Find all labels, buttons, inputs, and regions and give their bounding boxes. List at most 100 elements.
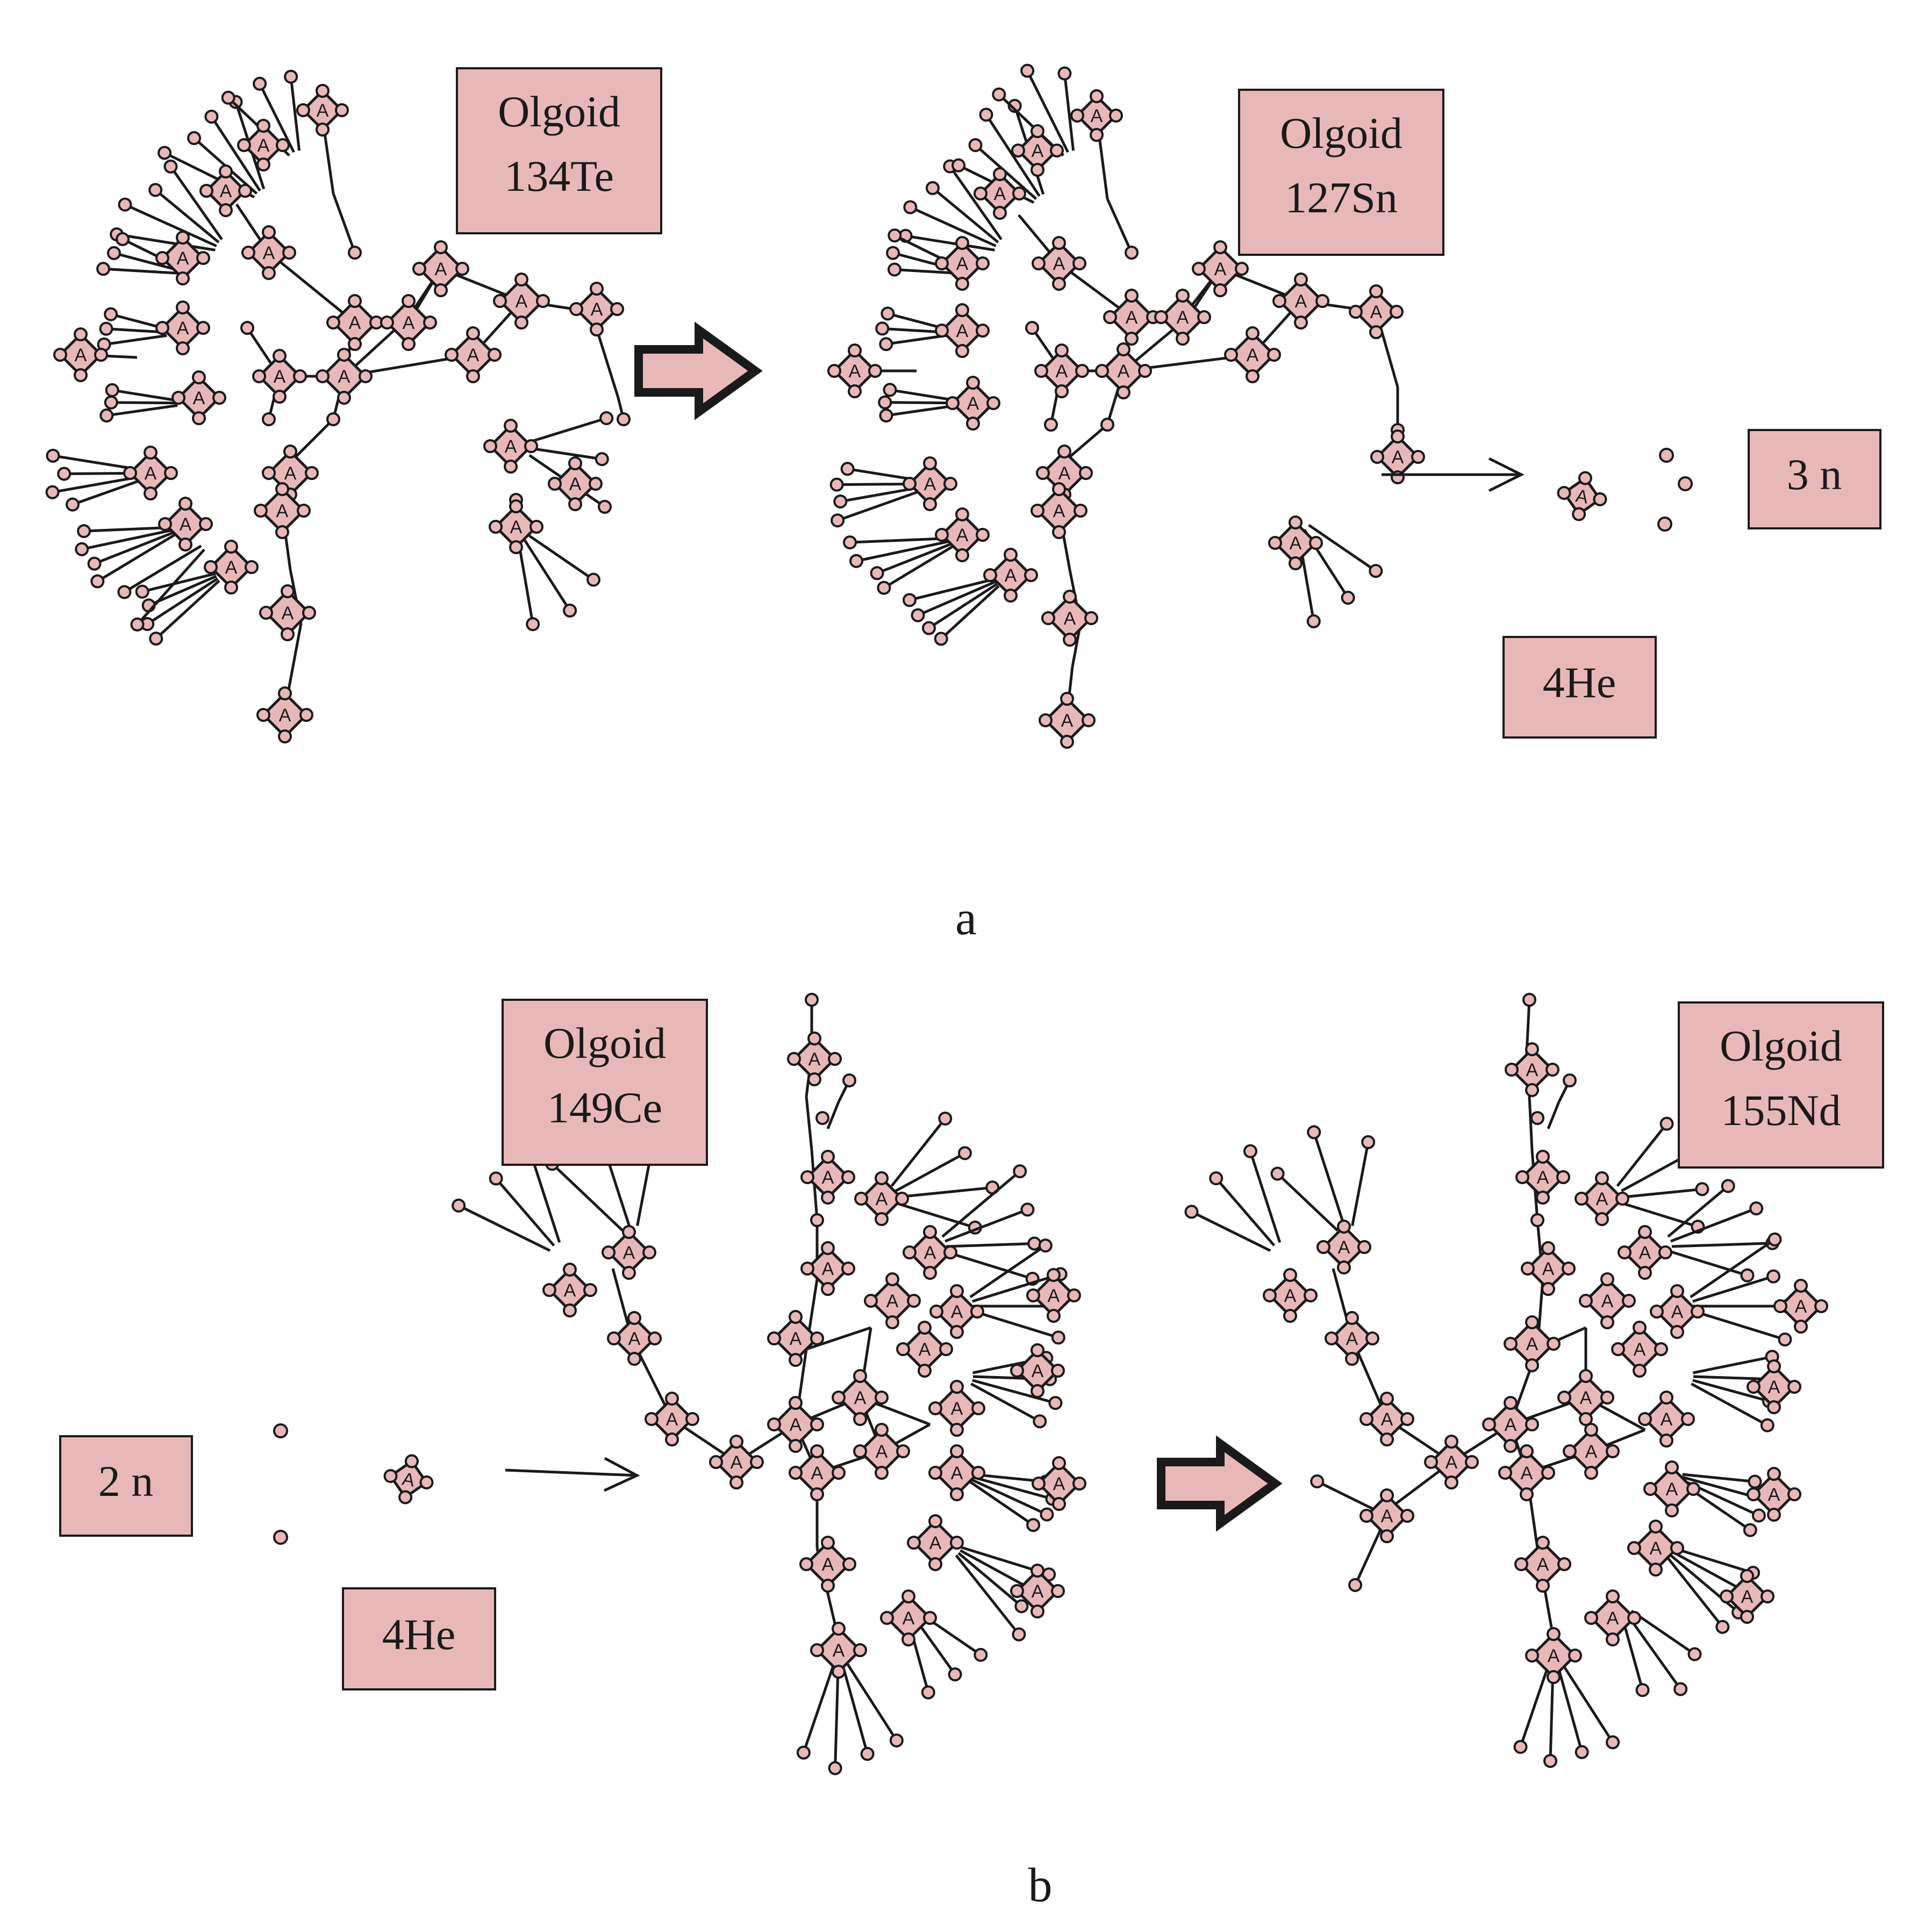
nucleon-node	[1649, 1563, 1663, 1577]
alpha-label: A	[75, 345, 87, 366]
nucleon-node	[929, 1305, 943, 1319]
nucleon-node	[1283, 1268, 1297, 1282]
nucleon-node	[256, 708, 270, 722]
nucleon-node	[135, 584, 149, 599]
nucleon-node	[254, 504, 268, 518]
nucleon-node	[627, 1311, 641, 1325]
nucleon-node	[199, 517, 213, 531]
nucleon-node	[986, 396, 1000, 410]
nucleon-node	[192, 370, 206, 384]
nucleon-node	[1025, 321, 1039, 335]
nucleon-node	[316, 123, 330, 137]
nucleon-node	[935, 324, 949, 338]
nucleon-node	[1514, 1557, 1528, 1571]
nucleon-node	[1337, 1220, 1351, 1234]
nucleon-node	[302, 606, 316, 620]
nucleon-node	[849, 554, 864, 568]
alpha-label: A	[808, 1049, 821, 1070]
nucleon-node	[1047, 1309, 1061, 1323]
svg-text:Olgoid: Olgoid	[498, 87, 620, 136]
nucleon-node	[993, 206, 1007, 220]
nucleon-node	[864, 1294, 878, 1308]
alpha-label: A	[1032, 1581, 1044, 1602]
nucleon-node	[833, 494, 848, 508]
alpha-label: A	[1768, 1485, 1780, 1505]
nucleon-node	[237, 138, 251, 152]
nucleon-node	[1593, 492, 1607, 506]
alpha-label: A	[919, 1339, 931, 1360]
nucleon-node	[622, 1266, 636, 1280]
alpha-label: A	[317, 101, 329, 121]
nucleon-node	[951, 158, 966, 173]
alpha-label: A	[951, 1399, 963, 1419]
nucleon-node	[1306, 614, 1321, 628]
nucleon-node	[1767, 1508, 1781, 1522]
alpha-label: A	[1537, 1167, 1549, 1188]
nucleon-node	[1530, 1213, 1544, 1227]
nucleon-node	[971, 1401, 985, 1415]
nucleon-node	[875, 1171, 889, 1185]
nucleon-node	[316, 84, 330, 98]
alpha-cluster: A	[1010, 1564, 1065, 1618]
nucleon-node	[1678, 476, 1693, 491]
nucleon-node	[1047, 1268, 1061, 1282]
alpha-cluster: A	[326, 294, 383, 351]
nucleon-node	[789, 1439, 803, 1453]
nucleon-node	[1743, 1523, 1757, 1537]
nucleon-node	[1657, 517, 1672, 532]
alpha-cluster: A	[928, 1444, 985, 1501]
nucleon-node	[1504, 1396, 1518, 1410]
alpha-cluster: A	[1521, 1241, 1576, 1296]
alpha-cluster: A	[1525, 1627, 1582, 1684]
alpha-label: A	[403, 313, 415, 333]
nucleon-node	[642, 1245, 656, 1259]
nucleon-node	[911, 608, 925, 622]
nucleon-node	[123, 466, 137, 480]
nucleon-node	[1600, 1272, 1614, 1286]
alpha-cluster: A	[1032, 1456, 1086, 1511]
alpha-cluster: A	[789, 1444, 846, 1501]
nucleon-node	[868, 364, 882, 378]
nucleon-node	[178, 538, 192, 551]
nucleon-node	[1283, 1309, 1297, 1323]
nucleon-node	[1766, 1269, 1781, 1284]
nucleon-node	[1031, 1604, 1044, 1618]
nucleon-node	[901, 1589, 915, 1603]
nucleon-node	[104, 307, 118, 321]
nucleon-node	[509, 499, 523, 513]
alpha-label: A	[193, 388, 205, 409]
nucleon-node	[1522, 993, 1536, 1007]
nucleon-node	[1575, 1192, 1588, 1206]
nucleon-node	[1773, 1299, 1787, 1313]
nucleon-node	[1595, 1212, 1609, 1226]
nucleon-node	[875, 1212, 889, 1226]
nucleon-node	[957, 1146, 972, 1160]
alpha-label: A	[274, 367, 286, 387]
alpha-cluster: A	[1557, 471, 1607, 521]
nucleon-node	[278, 686, 292, 700]
alpha-cluster: A	[259, 584, 316, 641]
alpha-cluster: A	[1349, 284, 1404, 339]
nucleon-node	[1263, 1288, 1277, 1302]
particles: AA	[273, 448, 1693, 1545]
nucleon-node	[1380, 1392, 1394, 1406]
alpha-cluster: A	[935, 507, 990, 562]
alpha-label: A	[956, 321, 969, 341]
alpha-cluster: A	[864, 1272, 921, 1329]
svg-text:127Sn: 127Sn	[1285, 173, 1398, 222]
nucleon-node	[976, 528, 990, 542]
nucleon-node	[1176, 289, 1190, 303]
nucleon-node	[907, 1294, 921, 1308]
nucleon-node	[966, 417, 980, 431]
nucleon-node	[273, 349, 287, 363]
alpha-label: A	[338, 367, 350, 387]
nucleon-node	[896, 1444, 910, 1458]
alpha-label: A	[257, 135, 270, 156]
nucleon-node	[568, 497, 582, 511]
alpha-label: A	[180, 514, 192, 535]
nucleon-node	[1057, 66, 1072, 81]
nucleon-node	[955, 507, 969, 521]
nucleon-node	[1357, 1240, 1371, 1254]
alpha-label: A	[1295, 291, 1307, 312]
nucleon-node	[1310, 1474, 1325, 1488]
